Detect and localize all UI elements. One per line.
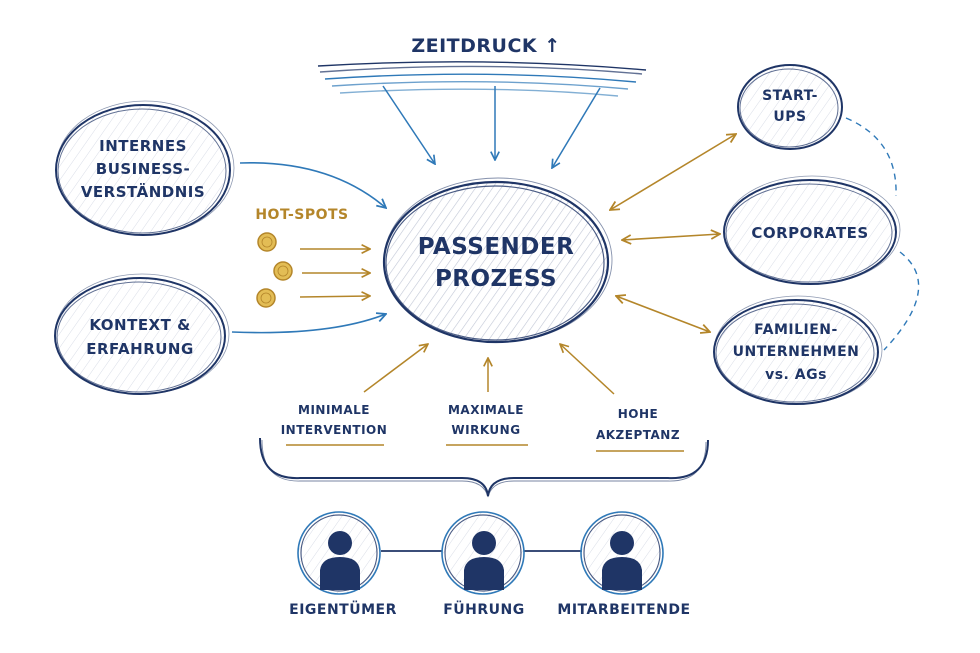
node-startups: START- UPS — [737, 64, 843, 150]
corporates-label: CORPORATES — [751, 224, 868, 242]
person-label-eigentuemer: EIGENTÜMER — [289, 600, 397, 618]
hotspot-arrows — [299, 249, 370, 297]
gold-dot-icon — [273, 261, 293, 281]
arrow-center-startups — [610, 134, 736, 210]
criterion-maximal-effect: MAXIMALE WIRKUNG — [446, 403, 528, 446]
gold-dot-icon — [257, 232, 277, 252]
pressure-arrow-right — [552, 87, 601, 168]
familien-line2: UNTERNEHMEN — [733, 344, 860, 360]
hotspot-dots — [256, 232, 293, 308]
arrow-center-corporates — [622, 234, 720, 240]
person-icon — [441, 511, 525, 595]
person-eigentuemer: EIGENTÜMER — [289, 511, 397, 618]
node-business-understanding: INTERNES BUSINESS- VERSTÄNDNIS — [55, 100, 235, 236]
business-line3: VERSTÄNDNIS — [81, 182, 205, 201]
gold-dot-icon — [256, 288, 276, 308]
criterion-3-line2: AKZEPTANZ — [596, 428, 680, 442]
person-icon — [580, 511, 664, 595]
person-icon — [297, 511, 381, 595]
person-mitarbeitende: MITARBEITENDE — [557, 511, 690, 618]
grouping-brace — [259, 437, 709, 497]
pressure-arrow-left — [382, 85, 435, 164]
criterion-2-line2: WIRKUNG — [451, 423, 520, 437]
node-familienunternehmen: FAMILIEN- UNTERNEHMEN vs. AGs — [713, 295, 883, 405]
familien-line3: vs. AGs — [765, 367, 827, 383]
zeitdruck-label: ZEITDRUCK ↑ — [411, 35, 560, 57]
criteria-arrows — [363, 344, 615, 395]
context-line1: KONTEXT & — [89, 316, 190, 334]
criterion-high-acceptance: HOHE AKZEPTANZ — [596, 407, 684, 452]
person-fuehrung: FÜHRUNG — [441, 511, 525, 618]
context-line2: ERFAHRUNG — [86, 340, 194, 358]
startups-line1: START- — [762, 88, 818, 104]
criterion-minimal-intervention: MINIMALE INTERVENTION — [281, 403, 388, 446]
startups-line2: UPS — [773, 109, 806, 125]
criterion-1-line2: INTERVENTION — [281, 423, 388, 437]
person-label-fuehrung: FÜHRUNG — [443, 600, 525, 618]
pressure-arrows — [382, 85, 601, 168]
business-line2: BUSINESS- — [96, 160, 190, 178]
node-corporates: CORPORATES — [723, 175, 901, 285]
right-dashed-connectors — [845, 117, 920, 351]
right-arrows — [610, 134, 736, 332]
person-label-mitarbeitende: MITARBEITENDE — [557, 602, 690, 618]
criterion-2-line1: MAXIMALE — [448, 403, 524, 417]
criterion-1-line1: MINIMALE — [298, 403, 370, 417]
criterion-3-line1: HOHE — [618, 407, 658, 421]
arrow-center-familien — [616, 296, 710, 332]
arrow-business-to-center — [239, 162, 386, 208]
node-context-experience: KONTEXT & ERFAHRUNG — [54, 273, 230, 395]
hotspots-label: HOT-SPOTS — [255, 207, 348, 223]
business-line1: INTERNES — [99, 137, 187, 155]
arrow-context-to-center — [231, 314, 386, 334]
center-title-line2: PROZESS — [435, 266, 557, 292]
familien-line1: FAMILIEN- — [754, 322, 838, 338]
pressure-lines — [317, 61, 647, 97]
center-node: PASSENDER PROZESS — [382, 177, 613, 344]
center-title-line1: PASSENDER — [418, 234, 575, 260]
